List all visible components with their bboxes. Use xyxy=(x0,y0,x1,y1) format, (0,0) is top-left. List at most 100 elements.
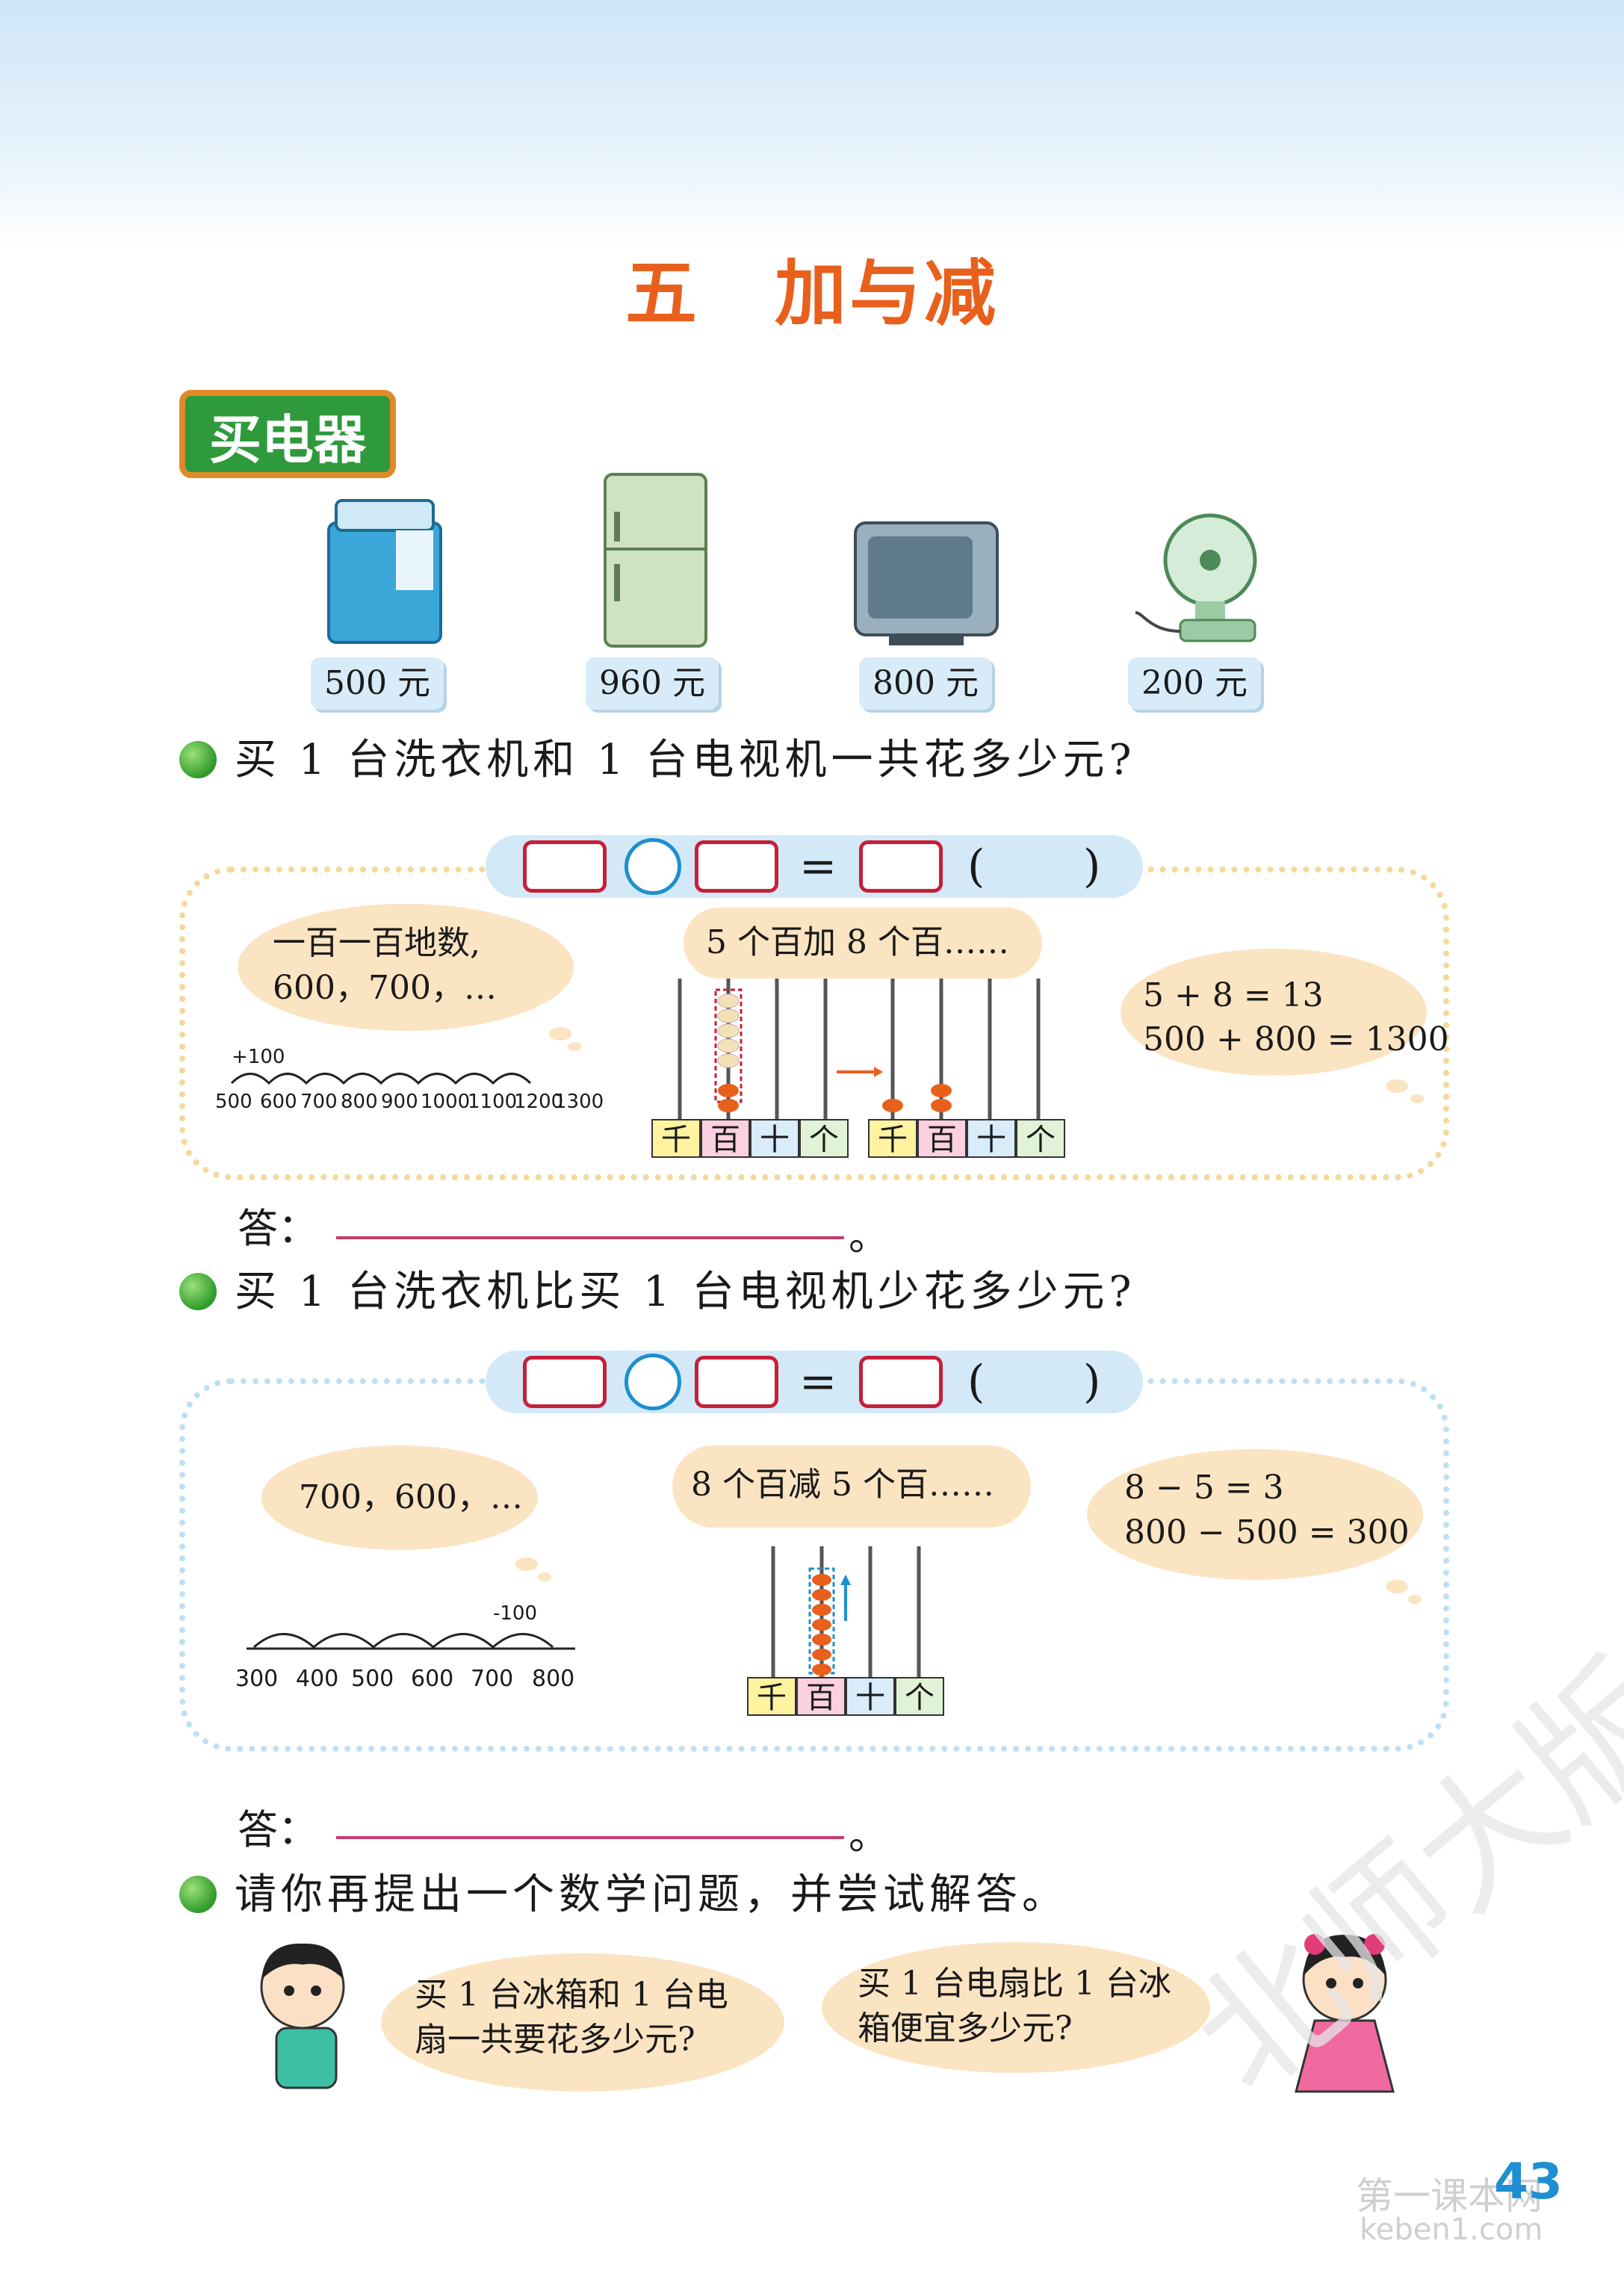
price-tag-fridge: 960 元 xyxy=(586,657,719,710)
girl-character-icon xyxy=(1295,1934,1395,2093)
answer-box-2a[interactable] xyxy=(523,1356,607,1408)
cloud-1-left-line1: 一百一百地数, xyxy=(273,924,480,962)
fridge-icon xyxy=(604,473,707,648)
tick-700: 700 xyxy=(471,1666,514,1692)
answer-label-2: 答： xyxy=(238,1806,318,1853)
cloud-1-mid-text: 5 个百加 8 个百…… xyxy=(706,923,1009,961)
tick-300: 300 xyxy=(235,1666,279,1692)
abacus-1 xyxy=(678,979,1041,1120)
cloud-tail xyxy=(1386,1580,1408,1593)
abacus-2 xyxy=(771,1546,921,1688)
tick-1100: 1100 xyxy=(468,1091,518,1113)
operator-circle-1[interactable] xyxy=(625,838,681,895)
cloud-2-mid-text: 8 个百减 5 个百…… xyxy=(691,1466,994,1504)
answer-box-1a[interactable] xyxy=(523,840,607,893)
cloud-2-right-line2: 800 − 500 = 300 xyxy=(1124,1513,1410,1551)
abacus-col-label: 百 xyxy=(796,1677,846,1716)
cloud-1-right-line1: 5 + 8 = 13 xyxy=(1143,976,1324,1014)
question-1: 买 1 台洗衣机和 1 台电视机一共花多少元? xyxy=(179,731,1135,790)
abacus-col-label: 个 xyxy=(1016,1119,1065,1158)
number-line-2-arcs xyxy=(247,1633,575,1650)
question-3: 请你再提出一个数学问题，并尝试解答。 xyxy=(179,1865,1068,1925)
abacus-col-label: 千 xyxy=(747,1677,796,1716)
answer-line-2[interactable] xyxy=(336,1836,844,1839)
section-badge: 买电器 xyxy=(179,390,396,478)
speech-boy-line2: 扇一共要花多少元? xyxy=(415,2021,695,2059)
abacus-col-label: 十 xyxy=(750,1119,799,1158)
thought-cloud-2-left xyxy=(261,1445,538,1550)
tick-400: 400 xyxy=(296,1666,339,1692)
tick-1000: 1000 xyxy=(421,1091,471,1113)
cloud-1-left-line2: 600，700，… xyxy=(273,969,497,1007)
equals-sign-2: = xyxy=(799,1356,837,1408)
operator-circle-2[interactable] xyxy=(625,1354,681,1410)
cloud-tail xyxy=(1408,1595,1422,1604)
answer-box-2b[interactable] xyxy=(695,1356,778,1408)
thought-cloud-2-mid xyxy=(672,1445,1031,1528)
chapter-title: 五 加与减 xyxy=(625,252,999,335)
answer-line-1[interactable] xyxy=(336,1236,844,1239)
unit-paren-close-1: ) xyxy=(1083,840,1101,893)
answer-end-1: 。 xyxy=(849,1212,889,1259)
price-tag-washing-machine: 500 元 xyxy=(311,657,444,710)
cloud-tail xyxy=(538,1572,551,1581)
green-bullet-icon xyxy=(179,1273,217,1310)
thought-cloud-1-right xyxy=(1121,949,1427,1076)
speech-girl-line1: 买 1 台电扇比 1 台冰 xyxy=(858,1965,1171,2003)
thought-cloud-1-left xyxy=(238,904,574,1031)
tick-1200: 1200 xyxy=(514,1091,564,1113)
number-line-2-step: -100 xyxy=(493,1602,538,1625)
cloud-1-right-line2: 500 + 800 = 1300 xyxy=(1143,1020,1449,1058)
abacus-col-label: 千 xyxy=(868,1119,917,1158)
abacus-col-label: 百 xyxy=(917,1119,967,1158)
cloud-tail xyxy=(515,1557,538,1571)
boy-character-icon xyxy=(260,1943,345,2089)
tick-800: 800 xyxy=(341,1091,378,1113)
abacus-col-label: 个 xyxy=(799,1119,849,1158)
answer-box-1c[interactable] xyxy=(859,840,943,893)
page-number: 43 xyxy=(1494,2153,1563,2210)
abacus-col-label: 百 xyxy=(701,1119,750,1158)
price-tag-fan: 200 元 xyxy=(1128,657,1261,710)
speech-boy-line1: 买 1 台冰箱和 1 台电 xyxy=(415,1976,728,2014)
answer-end-2: 。 xyxy=(849,1811,889,1859)
tick-600: 600 xyxy=(260,1091,297,1113)
number-line-1-arcs xyxy=(230,1073,532,1085)
unit-paren-open-1: ( xyxy=(967,840,985,893)
price-tag-tv: 800 元 xyxy=(859,657,992,710)
abacus-col-label: 个 xyxy=(895,1677,944,1716)
green-bullet-icon xyxy=(179,1876,217,1913)
abacus-2-labels: 千 百 十 个 xyxy=(747,1677,944,1716)
watermark-url: keben1.com xyxy=(1360,2213,1543,2247)
speech-girl-line2: 箱便宜多少元? xyxy=(858,2009,1073,2047)
cloud-2-right-line1: 8 − 5 = 3 xyxy=(1124,1469,1284,1507)
question-2: 买 1 台洗衣机比买 1 台电视机少花多少元? xyxy=(179,1262,1135,1322)
answer-box-1b[interactable] xyxy=(695,840,778,893)
tick-900: 900 xyxy=(381,1091,418,1113)
answer-box-2c[interactable] xyxy=(859,1356,943,1408)
speech-bubble-girl xyxy=(822,1942,1210,2073)
number-line-1-step: +100 xyxy=(232,1046,285,1068)
abacus-1b-labels: 千 百 十 个 xyxy=(868,1119,1065,1158)
equals-sign-1: = xyxy=(799,840,837,893)
tick-1300: 1300 xyxy=(554,1091,604,1113)
thought-cloud-1-mid xyxy=(684,908,1042,979)
header-band xyxy=(0,0,1624,247)
green-bullet-icon xyxy=(179,741,217,778)
tick-600: 600 xyxy=(411,1666,454,1692)
tv-icon xyxy=(854,521,999,645)
fan-icon xyxy=(1135,513,1257,642)
cloud-tail xyxy=(1386,1079,1408,1093)
unit-paren-open-2: ( xyxy=(967,1356,985,1408)
cloud-tail xyxy=(1410,1094,1424,1103)
cloud-tail xyxy=(549,1027,571,1041)
cloud-tail xyxy=(568,1042,581,1051)
tick-500: 500 xyxy=(351,1666,394,1692)
washing-machine-icon xyxy=(327,499,442,644)
cloud-2-left-text: 700，600，… xyxy=(299,1478,523,1516)
tick-500: 500 xyxy=(215,1091,252,1113)
abacus-col-label: 十 xyxy=(846,1677,895,1716)
abacus-1a-labels: 千 百 十 个 xyxy=(651,1119,849,1158)
abacus-col-label: 十 xyxy=(967,1119,1016,1158)
watermark-site: 第一课本网 xyxy=(1356,2174,1543,2218)
